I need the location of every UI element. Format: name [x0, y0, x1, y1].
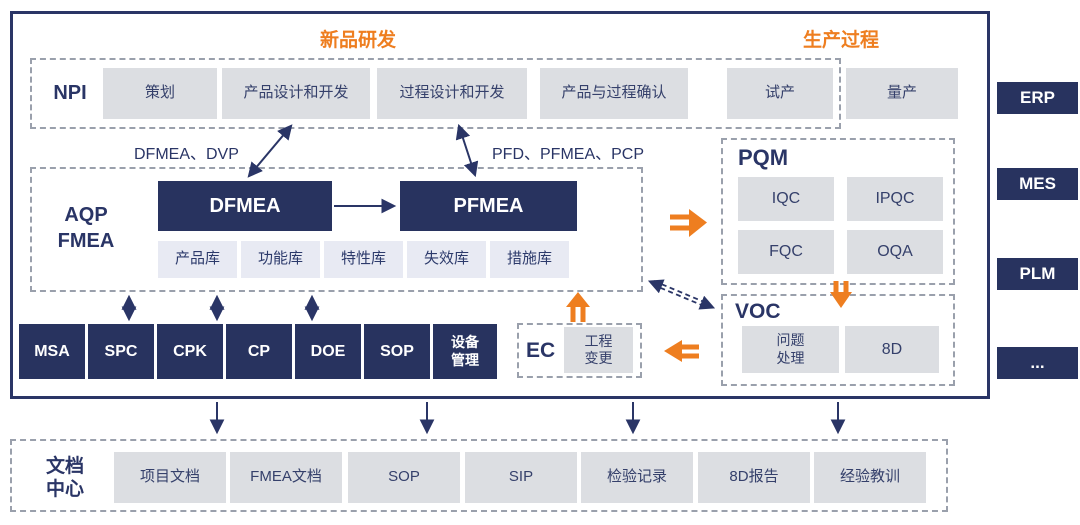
- doc-8d-reports: 8D报告: [698, 452, 810, 503]
- tool-msa: MSA: [19, 324, 85, 379]
- annotation-dfmea-dvp: DFMEA、DVP: [134, 146, 239, 163]
- library-product: 产品库: [158, 241, 237, 278]
- npi-stage-trial-production: 试产: [727, 68, 833, 119]
- system-erp: ERP: [997, 82, 1078, 114]
- doc-sop: SOP: [348, 452, 460, 503]
- pqm-cell-oqa: OQA: [847, 230, 943, 274]
- ec-engineering-change-box: 工程 变更: [564, 327, 633, 373]
- pqm-cell-iqc: IQC: [738, 177, 834, 221]
- npi-stage-product-design: 产品设计和开发: [222, 68, 370, 119]
- aqp-fmea-group-box: [30, 167, 643, 292]
- system-mes: MES: [997, 168, 1078, 200]
- ec-label: EC: [526, 339, 556, 362]
- voc-cell-8d: 8D: [845, 326, 939, 373]
- doc-center-label: 文档 中心: [45, 456, 84, 500]
- doc-fmea-documents: FMEA文档: [230, 452, 342, 503]
- section-title-production-process: 生产过程: [802, 30, 879, 51]
- doc-project-documents: 项目文档: [114, 452, 226, 503]
- tool-doe: DOE: [295, 324, 361, 379]
- main-region-border: [10, 11, 990, 399]
- doc-lessons-learned: 经验教训: [814, 452, 926, 503]
- npi-label: NPI: [53, 82, 87, 104]
- npi-group-box: [30, 58, 841, 129]
- pfmea-box: PFMEA: [400, 181, 577, 231]
- library-function: 功能库: [241, 241, 320, 278]
- tool-equipment-management: 设备 管理: [433, 324, 497, 379]
- voc-cell-issue-handling: 问题 处理: [742, 326, 839, 373]
- system-more: ...: [997, 347, 1078, 379]
- tool-spc: SPC: [88, 324, 154, 379]
- npi-stage-planning: 策划: [103, 68, 217, 119]
- library-characteristic: 特性库: [324, 241, 403, 278]
- annotation-pfd-pfmea-pcp: PFD、PFMEA、PCP: [492, 146, 645, 163]
- tool-sop: SOP: [364, 324, 430, 379]
- mass-production-box: 量产: [846, 68, 958, 119]
- section-title-new-product-development: 新品研发: [319, 30, 396, 51]
- pqm-label: PQM: [738, 145, 789, 170]
- npi-stage-process-design: 过程设计和开发: [377, 68, 527, 119]
- voc-label: VOC: [735, 300, 781, 323]
- doc-sip: SIP: [465, 452, 577, 503]
- pqm-cell-fqc: FQC: [738, 230, 834, 274]
- pqm-cell-ipqc: IPQC: [847, 177, 943, 221]
- doc-inspection-records: 检验记录: [581, 452, 693, 503]
- npi-stage-product-process-confirm: 产品与过程确认: [540, 68, 688, 119]
- library-failure: 失效库: [407, 241, 486, 278]
- tool-cpk: CPK: [157, 324, 223, 379]
- dfmea-box: DFMEA: [158, 181, 332, 231]
- tool-cp: CP: [226, 324, 292, 379]
- aqp-fmea-label: AQP FMEA: [57, 204, 115, 252]
- ec-group-box: [517, 323, 642, 378]
- library-action: 措施库: [490, 241, 569, 278]
- system-plm: PLM: [997, 258, 1078, 290]
- doc-center-group-box: [10, 439, 948, 512]
